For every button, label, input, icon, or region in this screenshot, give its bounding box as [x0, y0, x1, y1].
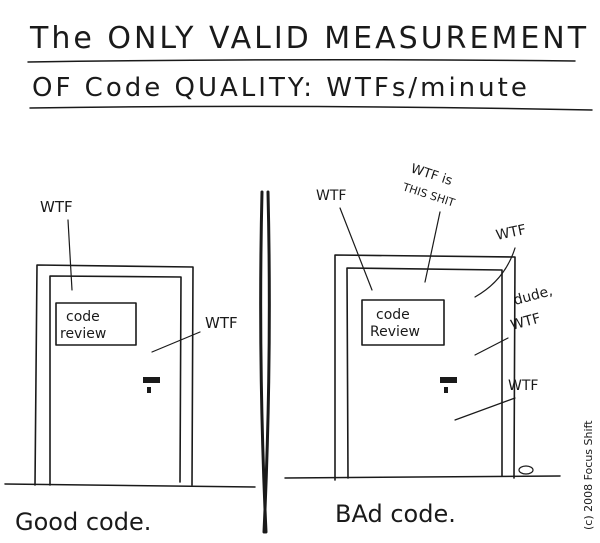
left-door-handle: [143, 377, 160, 383]
right-wtf-1: WTF: [316, 188, 346, 204]
right-dude: dude,: [512, 283, 555, 309]
bug-icon: [518, 465, 534, 475]
right-sign-line-1: code: [376, 307, 410, 323]
right-sign-line-2: Review: [370, 324, 420, 340]
title-line-1: The ONLY VALID MEASUREMENT: [29, 21, 589, 56]
copyright: (c) 2008 Focus Shift: [582, 420, 595, 530]
right-wtf-5: WTF: [508, 378, 538, 394]
right-code-review-sign: [361, 299, 445, 346]
right-wtf-4: WTF: [509, 311, 543, 334]
left-wtf-2: WTF: [205, 314, 238, 332]
title-underline-1: [27, 58, 576, 63]
panel-divider: [259, 190, 271, 534]
left-code-review-sign: [55, 302, 137, 346]
left-caption: Good code.: [15, 508, 151, 536]
title-line-2: OF Code QUALITY: WTFs/minute: [32, 73, 530, 103]
right-caption: BAd code.: [335, 500, 456, 528]
left-wtf-1: WTF: [40, 198, 73, 216]
left-sign-line-1: code: [66, 309, 100, 325]
left-sign-line-2: review: [60, 326, 106, 342]
right-door: [284, 254, 561, 481]
right-door-handle: [440, 377, 457, 383]
title-underline-2: [29, 105, 593, 111]
right-wtf-3: WTF: [495, 222, 528, 244]
left-door: [4, 264, 256, 488]
